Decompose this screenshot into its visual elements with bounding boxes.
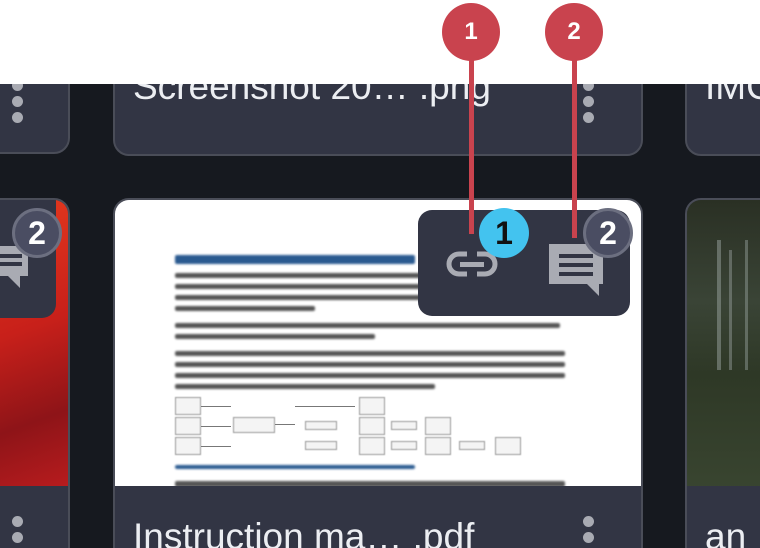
file-card[interactable]: IMG: [685, 84, 760, 156]
comment-icon[interactable]: [0, 246, 28, 298]
workflow-diagram: [175, 397, 575, 457]
file-card[interactable]: 1 2 Instruction ma… .pdf: [113, 198, 643, 548]
annotation-line: [572, 58, 577, 238]
annotation-marker: 2: [545, 3, 603, 61]
file-card[interactable]: 2: [0, 198, 70, 548]
file-grid: Screenshot 20… .png IMG 2: [0, 84, 760, 548]
comment-icon[interactable]: [549, 244, 605, 298]
link-icon[interactable]: [445, 250, 499, 278]
comment-count-badge: 2: [12, 208, 62, 258]
card-footer: Instruction ma… .pdf: [115, 486, 641, 548]
comment-count-badge: 2: [583, 208, 633, 258]
annotation-marker: 1: [442, 3, 500, 61]
annotation-line: [469, 58, 474, 234]
file-title: Instruction ma… .pdf: [133, 516, 475, 548]
file-card[interactable]: Screenshot 20… .png: [113, 84, 643, 156]
card-footer: [0, 486, 68, 548]
file-title: IMG: [705, 84, 760, 107]
more-options-icon[interactable]: [12, 84, 24, 128]
image-thumbnail: [687, 200, 760, 490]
more-options-icon[interactable]: [12, 516, 24, 548]
file-card[interactable]: an: [685, 198, 760, 548]
file-card[interactable]: [0, 84, 70, 154]
link-count-badge: 1: [479, 208, 529, 258]
file-title: Screenshot 20… .png: [133, 84, 491, 107]
more-options-icon[interactable]: [583, 516, 595, 548]
more-options-icon[interactable]: [583, 84, 595, 128]
file-title: an: [705, 516, 747, 548]
card-footer: an: [687, 486, 760, 548]
